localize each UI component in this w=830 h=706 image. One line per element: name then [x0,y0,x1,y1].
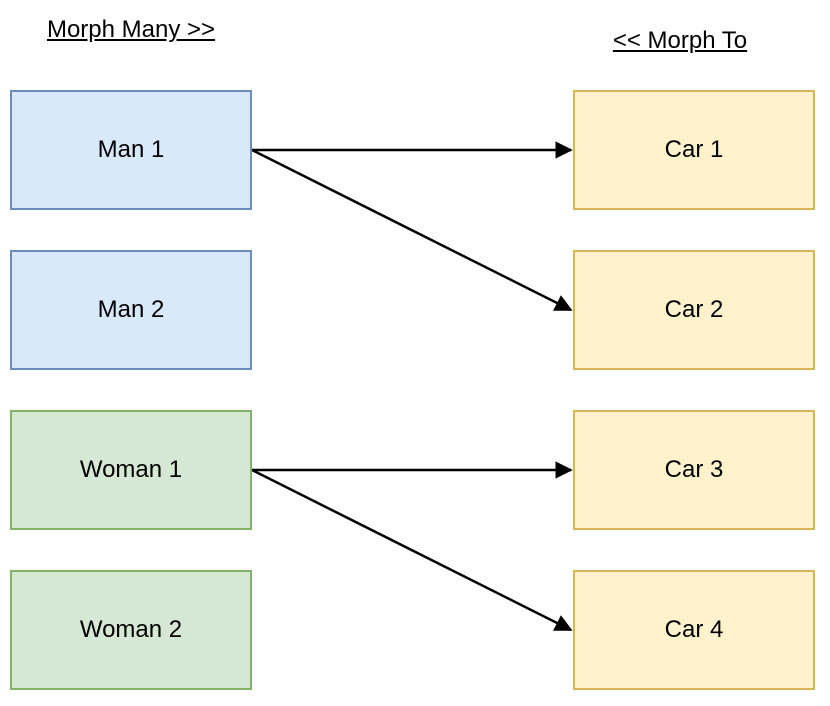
node-label: Car 4 [664,616,724,643]
node-car-1: Car 1 [573,90,815,210]
edge-man1-car2 [251,148,573,312]
node-label: Woman 1 [79,456,183,483]
node-label: Man 1 [97,136,165,163]
node-label: Man 2 [97,296,165,323]
node-car-4: Car 4 [573,570,815,690]
node-man-2: Man 2 [10,250,252,370]
node-label: Car 3 [664,456,724,483]
node-car-3: Car 3 [573,410,815,530]
node-label: Car 1 [664,136,724,163]
node-label: Car 2 [664,296,724,323]
node-woman-1: Woman 1 [10,410,252,530]
node-label: Woman 2 [79,616,183,643]
node-woman-2: Woman 2 [10,570,252,690]
right-column-title: << Morph To [612,27,748,54]
node-man-1: Man 1 [10,90,252,210]
edge-woman1-car4 [251,468,573,632]
node-car-2: Car 2 [573,250,815,370]
left-column-title: Morph Many >> [46,16,216,43]
